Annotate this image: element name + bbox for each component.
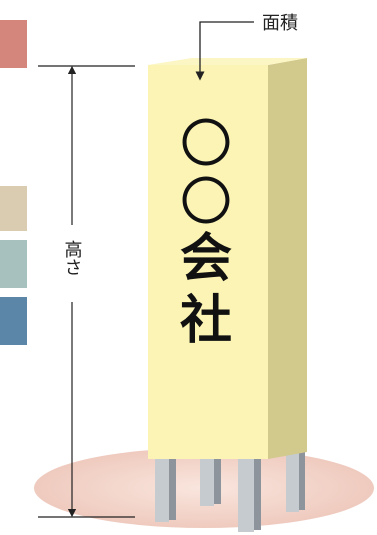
sign-pillar (148, 58, 307, 459)
area-callout: 面積 (195, 13, 298, 81)
color-swatch-beige (0, 186, 27, 231)
sign-char-sha: 社 (180, 291, 232, 351)
support-post-1 (155, 450, 176, 522)
color-swatch-red (0, 20, 27, 68)
height-dimension: 高さ (38, 65, 135, 518)
pillar-front-face (148, 65, 268, 459)
sign-circle-2: 〇 (180, 173, 232, 233)
sign-char-kai: 会 (180, 229, 232, 289)
color-swatch-teal (0, 240, 27, 288)
color-swatch-blue (0, 297, 27, 345)
support-post-2 (200, 450, 221, 506)
support-posts (155, 450, 305, 532)
sign-circle-1: 〇 (180, 115, 232, 175)
support-post-4 (286, 450, 305, 512)
pillar-top-face (148, 58, 307, 65)
pillar-side-face (268, 58, 307, 459)
area-leader-line (195, 21, 254, 81)
area-label: 面積 (262, 13, 298, 34)
height-label: 高さ (62, 240, 83, 276)
support-post-3 (238, 450, 261, 532)
